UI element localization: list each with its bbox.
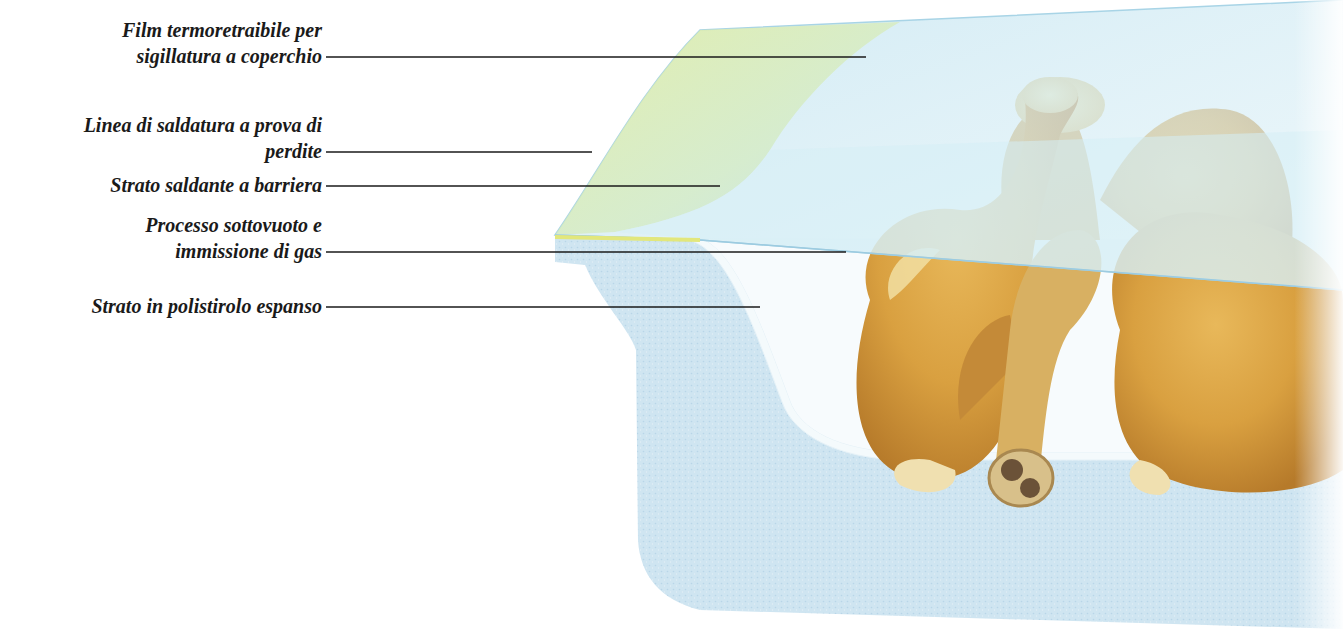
callout-label: Film termoretraibile per sigillatura a c…: [77, 17, 322, 69]
leader-line: [326, 306, 760, 307]
callout-label: Processo sottovuoto e immissione di gas: [140, 212, 322, 264]
leader-line: [326, 151, 592, 152]
callout-label: Strato in polistirolo espanso: [2, 293, 322, 319]
callout-label: Strato saldante a barriera: [2, 172, 322, 198]
edge-fade: [1100, 0, 1343, 629]
seal-line: [555, 237, 700, 240]
leader-line: [326, 185, 720, 186]
leader-line: [326, 251, 846, 252]
leader-line: [326, 56, 866, 57]
leader-lines: [326, 57, 866, 307]
callout-label: Linea di saldatura a prova di perdite: [77, 112, 322, 164]
